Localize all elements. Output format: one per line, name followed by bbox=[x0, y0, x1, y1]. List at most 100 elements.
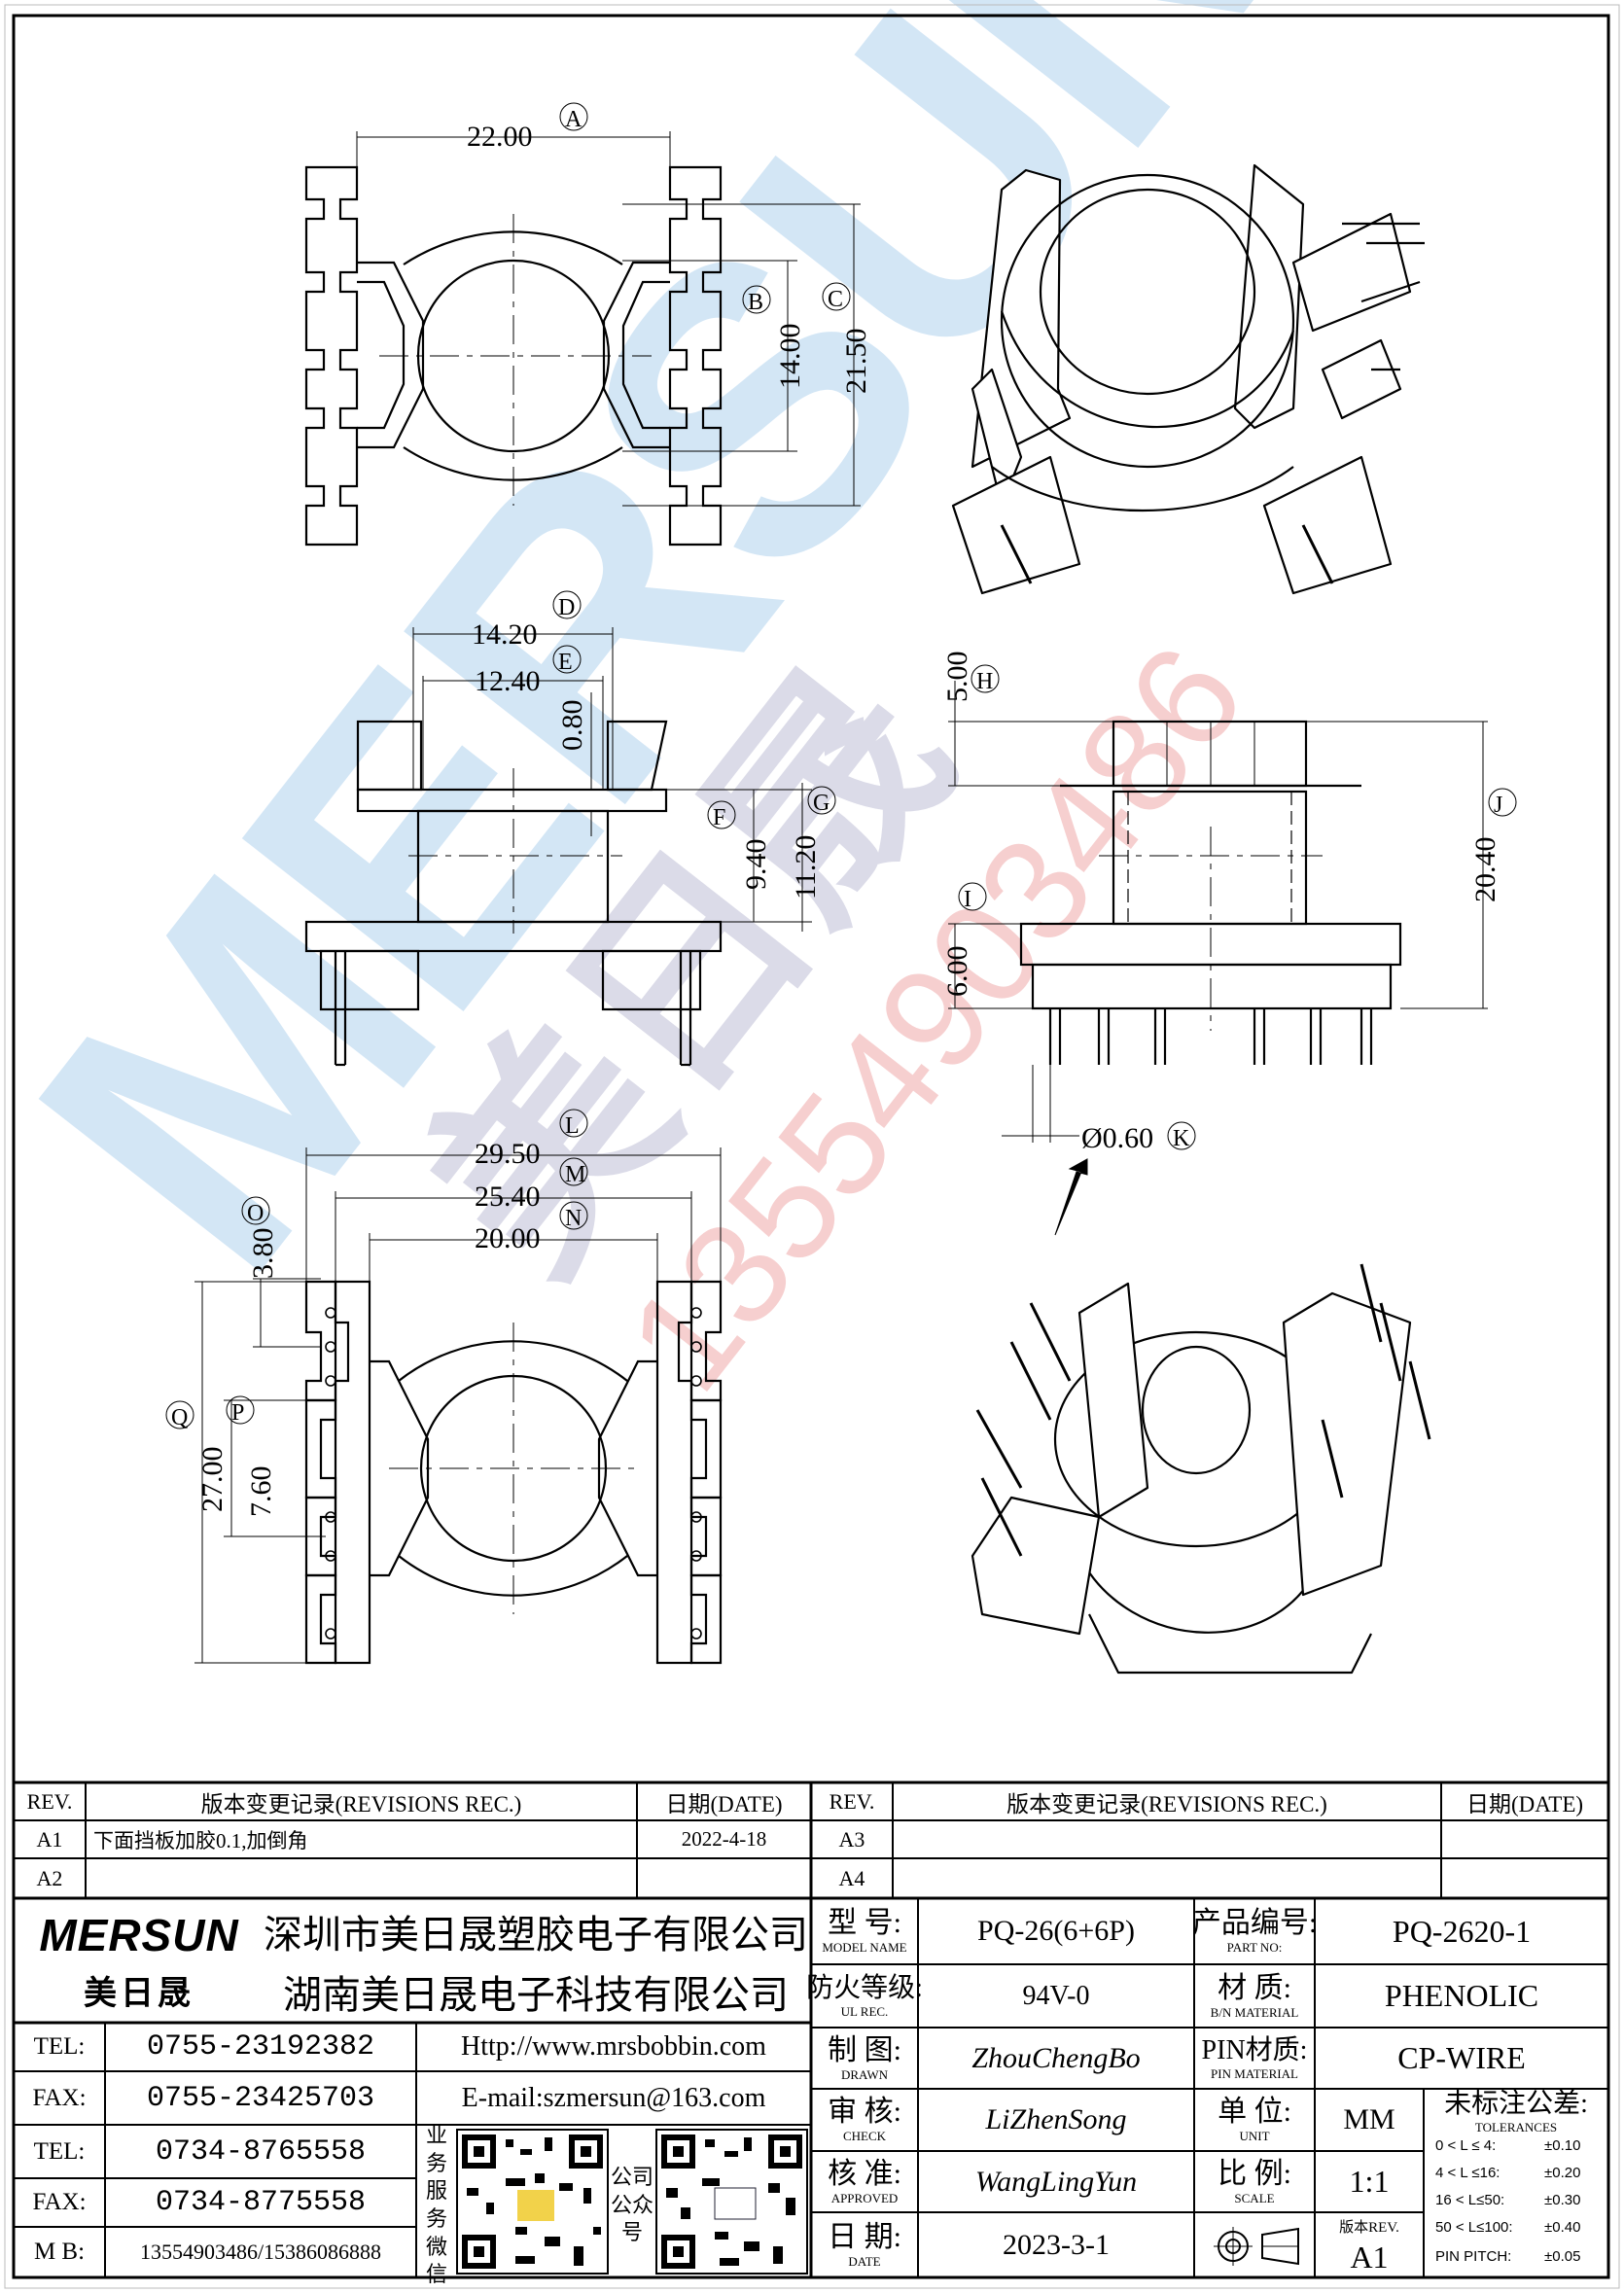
dim-q-value: 27.00 bbox=[196, 1447, 229, 1513]
company-logo-cn: 美日晟 bbox=[84, 1973, 194, 2013]
tolerance-value: ±0.30 bbox=[1544, 2192, 1581, 2208]
dim-n-value: 20.00 bbox=[475, 1222, 541, 1254]
rev-right-header-rec: 版本变更记录(REVISIONS REC.) bbox=[1006, 1791, 1327, 1817]
dim-g-value: 11.20 bbox=[790, 835, 822, 900]
dim-a-tag: A bbox=[565, 107, 583, 132]
dim-f-value: 9.40 bbox=[740, 839, 772, 891]
rev-right-header-date: 日期(DATE) bbox=[1465, 1791, 1584, 1817]
top-view bbox=[304, 165, 723, 547]
drawn-label: 制 图:DRAWN bbox=[828, 2033, 901, 2082]
tolerance-range: 50 < L≤100: bbox=[1435, 2219, 1513, 2236]
dim-h-tag: H bbox=[976, 669, 993, 694]
title-block-lines bbox=[14, 1781, 1608, 2277]
rev-right-row-rev: A4 bbox=[838, 1865, 865, 1890]
qr-code-wechat bbox=[456, 2129, 609, 2275]
dim-b-tag: B bbox=[748, 290, 763, 315]
bottom-view-dims: 29.50 L 25.40 M 20.00 N 3.80 O 7.60 P 27… bbox=[165, 1109, 722, 1664]
dim-c-value: 21.50 bbox=[840, 329, 872, 395]
dim-m-tag: M bbox=[565, 1162, 585, 1187]
contact-value: 13554903486/15386086888 bbox=[139, 2240, 382, 2264]
tolerance-range: 0 < L ≤ 4: bbox=[1435, 2137, 1497, 2154]
contact-label: M B: bbox=[33, 2239, 86, 2265]
dim-b-value: 14.00 bbox=[774, 324, 806, 390]
contact-label: FAX: bbox=[32, 2189, 87, 2215]
contact-label: TEL: bbox=[33, 2137, 86, 2165]
tolerance-label: 未标注公差:TOLERANCES bbox=[1444, 2089, 1588, 2134]
contact-value: 0734-8765558 bbox=[155, 2134, 367, 2169]
sheet-outer-border bbox=[4, 4, 1620, 2289]
pin-material-value: CP-WIRE bbox=[1397, 2040, 1526, 2075]
tolerance-range: 16 < L≤50: bbox=[1435, 2192, 1505, 2208]
rev-left-row-rev: A1 bbox=[36, 1826, 63, 1852]
ul-value: 94V-0 bbox=[1022, 1980, 1090, 2011]
dim-d-tag: D bbox=[558, 595, 575, 620]
scale-label: 比 例:SCALE bbox=[1218, 2157, 1291, 2205]
part-value: PQ-2620-1 bbox=[1392, 1913, 1532, 1949]
ul-label: 防火等级:UL REC. bbox=[806, 1972, 923, 2019]
side-view-side-dims: 5.00 H 20.40 J 6.00 I Ø0.60 K bbox=[941, 652, 1517, 1236]
model-label: 型 号:MODEL NAME bbox=[822, 1907, 907, 1955]
tolerance-value: ±0.20 bbox=[1544, 2165, 1581, 2181]
dim-k-value: Ø0.60 bbox=[1081, 1122, 1153, 1154]
dim-a-value: 22.00 bbox=[467, 121, 533, 153]
unit-value: MM bbox=[1343, 2103, 1395, 2135]
rev-left-header-date: 日期(DATE) bbox=[665, 1791, 783, 1817]
dim-g-tag: G bbox=[813, 791, 830, 816]
tolerance-value: ±0.40 bbox=[1544, 2219, 1581, 2236]
company-name-hunan: 湖南美日晟电子科技有限公司 bbox=[283, 1973, 789, 2017]
dim-d-value: 14.20 bbox=[472, 618, 538, 651]
tolerance-value: ±0.05 bbox=[1544, 2248, 1581, 2265]
date-value: 2023-3-1 bbox=[1003, 2228, 1110, 2261]
rev-left-row-rev: A2 bbox=[36, 1865, 63, 1890]
isometric-view-bottom bbox=[971, 1263, 1431, 1675]
model-value: PQ-26(6+6P) bbox=[977, 1915, 1135, 1947]
tolerance-range: 4 < L ≤16: bbox=[1435, 2165, 1500, 2181]
version-label: 版本REV. bbox=[1339, 2219, 1399, 2236]
rev-left-header-rev: REV. bbox=[26, 1788, 73, 1814]
dim-i-value: 6.00 bbox=[941, 946, 973, 998]
company-name-shenzhen: 深圳市美日晟塑胶电子有限公司 bbox=[264, 1913, 808, 1957]
check-value: LiZhenSong bbox=[985, 2103, 1127, 2135]
dim-p-tag: P bbox=[231, 1400, 244, 1426]
date-label: 日 期:DATE bbox=[828, 2220, 901, 2269]
dim-i-tag: I bbox=[964, 887, 971, 912]
qr-label-wechat: 业务服务微信 bbox=[425, 2123, 447, 2287]
part-label: 产品编号:PART NO: bbox=[1191, 1907, 1318, 1955]
email-link[interactable]: E-mail:szmersun@163.com bbox=[461, 2082, 766, 2113]
dim-p-value: 7.60 bbox=[245, 1466, 277, 1518]
qr-label-official: 公司公众号 bbox=[611, 2165, 654, 2245]
dim-n-tag: N bbox=[565, 1206, 582, 1231]
dim-j-tag: J bbox=[1494, 793, 1502, 818]
approved-value: WangLingYun bbox=[974, 2165, 1138, 2198]
tolerance-range: PIN PITCH: bbox=[1435, 2248, 1512, 2265]
contact-label: TEL: bbox=[33, 2033, 86, 2060]
rev-left-row-rec: 下面挡板加胶0.1,加倒角 bbox=[93, 1828, 308, 1852]
side-view-side bbox=[1019, 720, 1402, 1065]
drawn-value: ZhouChengBo bbox=[971, 2041, 1141, 2074]
contact-value: 0734-8775558 bbox=[155, 2186, 367, 2219]
isometric-view-top bbox=[951, 163, 1425, 595]
rev-left-header-rec: 版本变更记录(REVISIONS REC.) bbox=[200, 1791, 522, 1817]
pin-material-label: PIN材质:PIN MATERIAL bbox=[1201, 2034, 1308, 2081]
scale-value: 1:1 bbox=[1349, 2164, 1390, 2199]
dim-q-tag: Q bbox=[171, 1405, 188, 1430]
rev-right-row-rev: A3 bbox=[838, 1826, 865, 1852]
dim-m-value: 25.40 bbox=[475, 1181, 541, 1213]
contact-label: FAX: bbox=[32, 2084, 87, 2111]
tolerance-value: ±0.10 bbox=[1544, 2137, 1581, 2154]
watermark: MERSUN 美日晟 13554903486 bbox=[0, 0, 1366, 1420]
dim-k-tag: K bbox=[1173, 1126, 1190, 1151]
dim-c-tag: C bbox=[828, 287, 843, 312]
rev-left-row-date: 2022-4-18 bbox=[681, 1827, 767, 1851]
contact-value: 0755-23425703 bbox=[146, 2081, 375, 2115]
version-value: A1 bbox=[1350, 2239, 1389, 2275]
dim-e2-value: 0.80 bbox=[556, 700, 588, 752]
rev-right-header-rev: REV. bbox=[829, 1788, 875, 1814]
material-value: PHENOLIC bbox=[1384, 1978, 1539, 2013]
website-link[interactable]: Http://www.mrsbobbin.com bbox=[461, 2031, 766, 2062]
dim-e-value: 12.40 bbox=[475, 665, 541, 697]
dim-f-tag: F bbox=[713, 805, 725, 830]
dim-e-tag: E bbox=[558, 650, 573, 675]
